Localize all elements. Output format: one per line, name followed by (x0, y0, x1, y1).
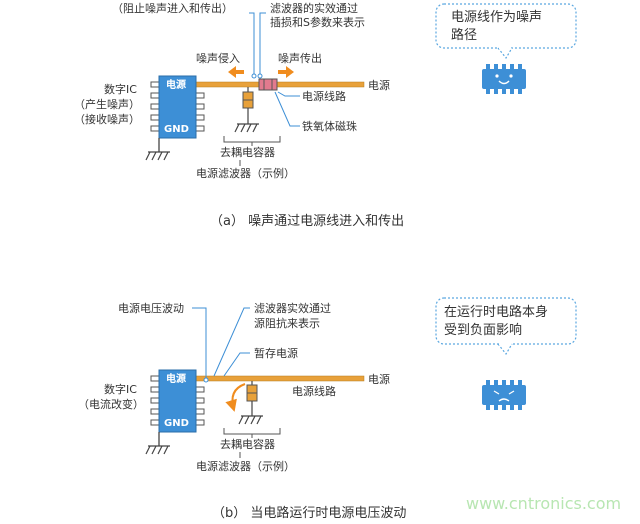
label-filter-example-b: 电源滤波器（示例） (196, 460, 295, 473)
label-decoupling-cap-a: 去耦电容器 (220, 146, 275, 159)
diagram-b (145, 297, 577, 458)
sad-chip-icon-b (482, 380, 526, 410)
filter-brace-b (223, 428, 281, 438)
chip-pins-right-b (195, 386, 205, 426)
digital-ic-chip-a (158, 75, 197, 139)
ground-symbol-cap-b (238, 415, 262, 425)
chip-pins-left-b (150, 375, 160, 426)
chip-power-label-a: 电源 (166, 80, 186, 91)
smiling-chip-icon-a (482, 64, 526, 94)
noise-in-arrow (228, 66, 244, 78)
label-decoupling-cap-b: 去耦电容器 (220, 438, 275, 451)
label-receive-noise: （接收噪声） (74, 113, 140, 126)
label-power-b: 电源 (368, 373, 390, 386)
diagram-a (145, 3, 577, 166)
label-power-line-b: 电源线路 (292, 385, 336, 398)
ground-symbol-chip-a (145, 151, 169, 161)
label-voltage-fluctuation: 电源电压波动 (118, 302, 184, 315)
label-power-a: 电源 (368, 79, 390, 92)
chip-pins-left-a (150, 81, 160, 132)
noise-out-arrow (278, 66, 294, 78)
label-current-change: （电流改变） (78, 398, 144, 411)
bubble-a-line-1: 电源线作为噪声 (451, 10, 543, 25)
note-filter-effect-1: 滤波器的实效通过 (270, 2, 358, 15)
leader-lines-b (192, 307, 250, 383)
current-arrow-b (225, 383, 246, 412)
filter-brace-a (223, 136, 281, 146)
caption-a: （a） 噪声通过电源线进入和传出 (210, 214, 405, 229)
chip-gnd-label-a: GND (164, 124, 189, 135)
label-noise-in: 噪声侵入 (196, 52, 240, 65)
label-generate-noise: （产生噪声） (74, 98, 140, 111)
label-digital-ic-b: 数字IC (104, 383, 137, 396)
bubble-a-line-2: 路径 (451, 28, 478, 43)
chip-gnd-label-b: GND (164, 418, 189, 429)
power-line-b (195, 375, 365, 382)
caption-b: （b） 当电路运行时电源电压波动 (212, 506, 407, 521)
watermark: www.cntronics.com (466, 494, 622, 513)
note-filter-b-1: 滤波器实效通过 (254, 302, 331, 315)
note-block-noise: （阻止噪声进入和传出） (112, 2, 233, 15)
power-line-a (195, 81, 365, 88)
note-filter-b-2: 源阻抗来表示 (254, 317, 320, 330)
ground-symbol-cap-a (234, 123, 258, 133)
digital-ic-chip-b (158, 369, 197, 433)
label-power-line-a: 电源线路 (302, 90, 346, 103)
ground-symbol-chip-b (145, 445, 169, 455)
speech-bubble-a (435, 3, 577, 49)
chip-power-label-b: 电源 (166, 374, 186, 385)
label-temp-power: 暂存电源 (254, 347, 298, 360)
label-digital-ic-a: 数字IC (104, 83, 137, 96)
label-noise-out: 噪声传出 (278, 52, 322, 65)
bubble-b-line-2: 受到负面影响 (444, 323, 523, 338)
bubble-b-line-1: 在运行时电路本身 (444, 305, 549, 320)
label-ferrite-bead: 铁氧体磁珠 (302, 120, 357, 133)
label-filter-example-a: 电源滤波器（示例） (196, 167, 295, 180)
note-filter-effect-2: 插损和S参数来表示 (270, 16, 365, 29)
ferrite-bead-a (258, 78, 278, 91)
chip-pins-right-a (195, 92, 205, 132)
leader-lines-a (249, 12, 300, 127)
